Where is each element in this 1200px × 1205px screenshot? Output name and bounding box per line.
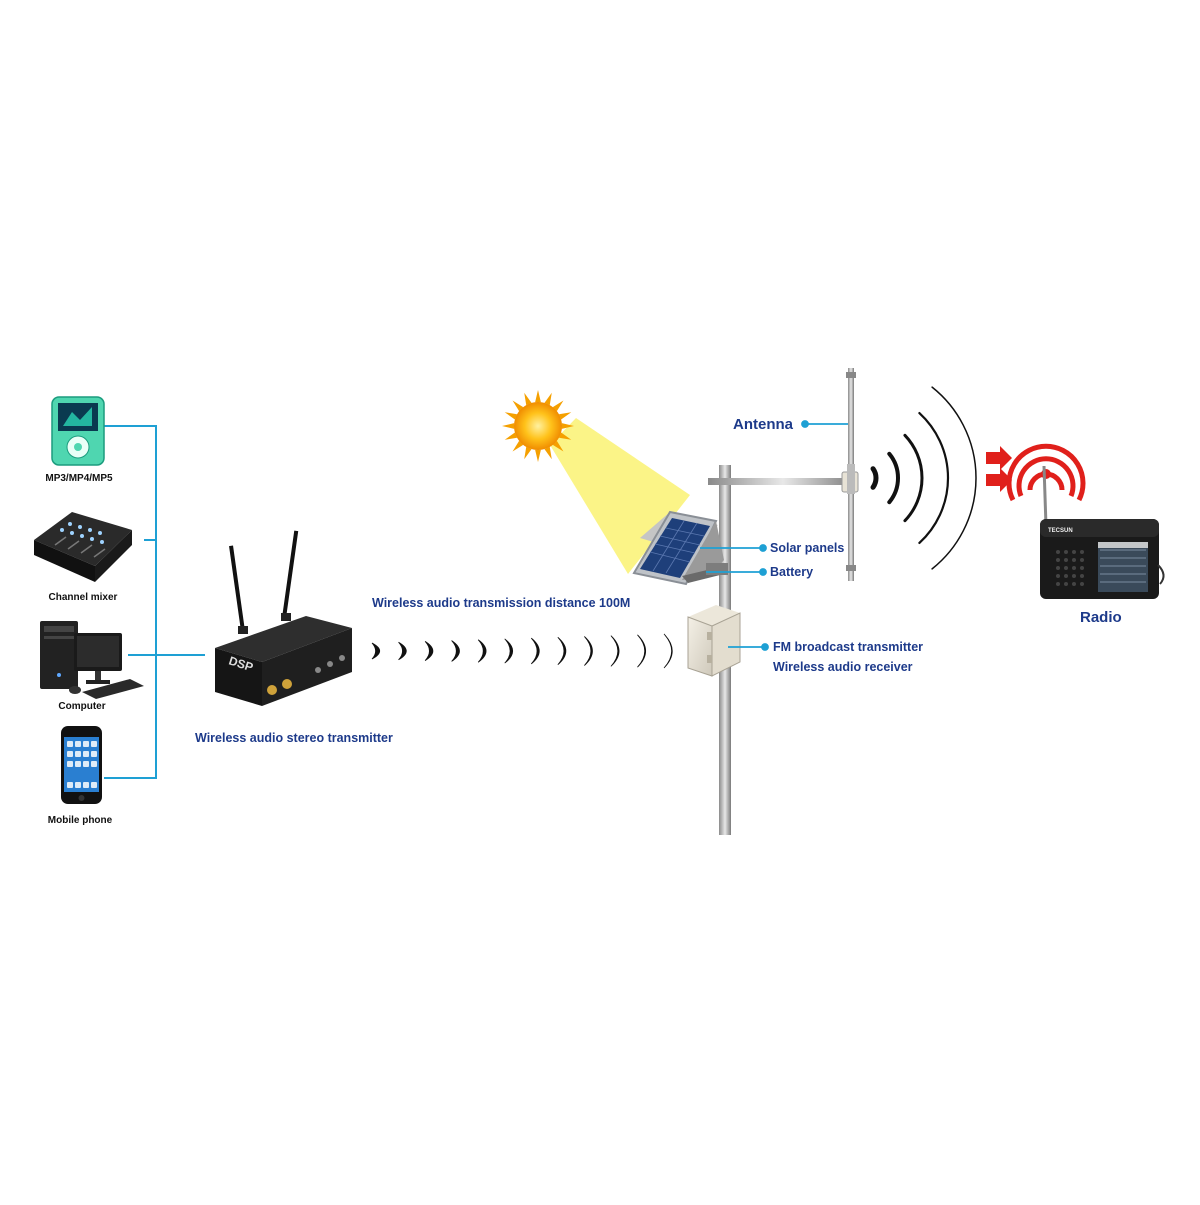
fm-transmitter-box [687, 605, 741, 677]
source-label-computer: Computer [58, 701, 106, 712]
sun-ray [544, 392, 552, 406]
solar-panels-label: Solar panels [770, 541, 845, 555]
fm-transmitter-label: FM broadcast transmitter [773, 640, 924, 654]
broadcast-wave-arc [931, 386, 977, 570]
link-wave-arc [477, 639, 487, 663]
link-wave-arc [398, 641, 407, 661]
sun-ray [552, 400, 564, 412]
sun-disc [514, 402, 562, 450]
transmitter-antenna-right [281, 530, 299, 621]
dipole-antenna [846, 368, 856, 581]
wireless-link-waves [371, 633, 673, 669]
mobile-phone-icon [61, 726, 102, 804]
link-wave-arc [424, 641, 434, 661]
sun-ray [502, 423, 515, 429]
link-wave-arc [663, 633, 673, 669]
sun-ray [544, 446, 552, 460]
link-wave-arc [451, 640, 460, 662]
antenna-label: Antenna [733, 416, 793, 433]
radio-brand: TECSUN [1048, 528, 1073, 534]
sun-ray [535, 449, 541, 462]
source-label-mixer: Channel mixer [48, 592, 118, 603]
source-connector-lines [104, 425, 205, 779]
source-label-phone: Mobile phone [47, 815, 113, 826]
broadcast-wave-arc [887, 451, 900, 505]
source-label-mp3: MP3/MP4/MP5 [45, 473, 113, 484]
broadcast-wave-arc [870, 466, 879, 490]
solar-panel [632, 510, 724, 586]
mp3-player-icon [51, 396, 105, 466]
mixer-icon [34, 512, 132, 582]
link-distance-label: Wireless audio transmission distance 100… [372, 596, 631, 610]
sun-ray [524, 446, 532, 460]
link-wave-arc [637, 634, 647, 668]
transmitter-device: DSP [215, 530, 352, 706]
sun-ray [558, 432, 572, 440]
transmitter-antenna-left [229, 545, 248, 634]
sun-ray [504, 412, 518, 420]
broadcast-wave-arc [903, 433, 924, 523]
sun-ray [512, 440, 524, 452]
sun-ray [524, 392, 532, 406]
battery-label: Battery [770, 565, 814, 579]
sun-icon [502, 390, 574, 462]
sun-ray [512, 400, 524, 412]
callout-leaders [700, 420, 848, 651]
computer-icon [40, 621, 144, 699]
link-wave-arc [530, 637, 540, 665]
sun-ray [552, 440, 564, 452]
sun-ray [561, 423, 574, 429]
link-wave-arc [610, 635, 620, 667]
wireless-receiver-label: Wireless audio receiver [773, 660, 913, 674]
link-wave-arc [557, 636, 567, 666]
link-wave-arc [371, 642, 381, 660]
broadcast-wave-arc [918, 411, 950, 545]
radio-device: TECSUN [1040, 465, 1165, 599]
sun-ray [504, 432, 518, 440]
broadcast-waves [870, 386, 977, 570]
sun-ray [558, 412, 572, 420]
link-wave-arc [504, 638, 514, 664]
signal-arrows [986, 446, 1012, 492]
link-wave-arc [584, 636, 593, 666]
transmitter-label: Wireless audio stereo transmitter [195, 731, 393, 745]
tower-crossarm [708, 478, 858, 485]
sun-ray [535, 390, 541, 403]
radio-label: Radio [1080, 609, 1122, 626]
